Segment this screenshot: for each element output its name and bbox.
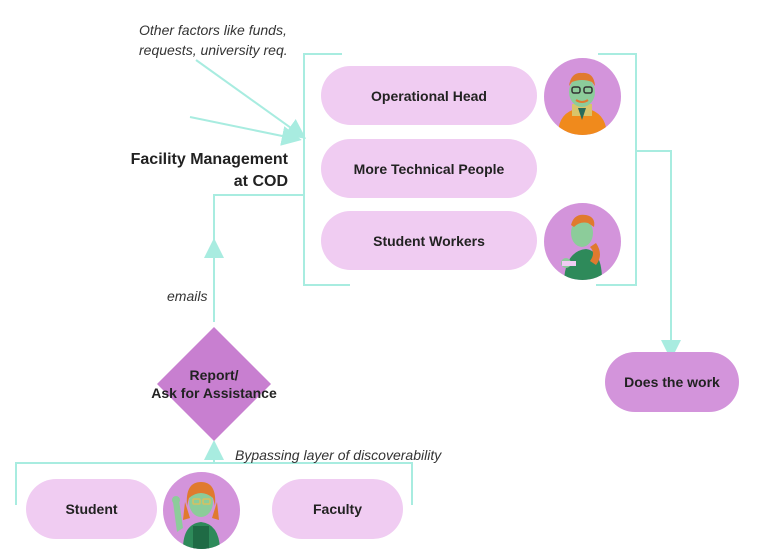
title-line2: at COD (233, 173, 288, 190)
student-pill: Student (26, 479, 157, 539)
report-text: Report/ Ask for Assistance (144, 366, 284, 402)
requester-avatar (163, 472, 240, 549)
work-connector (636, 150, 681, 360)
young-man-icon (561, 214, 602, 280)
operational-head-avatar (544, 58, 621, 135)
report-line1: Report/ (189, 367, 239, 383)
factors-arrow-1 (195, 59, 307, 139)
factors-arrow-2 (189, 116, 302, 146)
emails-label: emails (167, 288, 208, 304)
emails-connector (213, 194, 304, 322)
other-factors-line2: requests, university req. (139, 42, 288, 58)
student-worker-avatar (544, 203, 621, 280)
group-bracket-left (303, 53, 350, 286)
operational-head-pill: Operational Head (321, 66, 537, 125)
report-line2: Ask for Assistance (151, 385, 277, 401)
facility-management-title: Facility Management at COD (110, 149, 288, 193)
does-the-work-pill: Does the work (605, 352, 739, 412)
student-workers-pill: Student Workers (321, 211, 537, 270)
other-factors-line1: Other factors like funds, (139, 22, 287, 38)
report-diamond (157, 327, 271, 441)
group-bracket-right (596, 53, 637, 286)
older-man-icon (558, 72, 607, 135)
bypassing-label: Bypassing layer of discoverability (235, 447, 442, 463)
woman-waving-icon (172, 482, 220, 549)
other-factors-note: Other factors like funds, requests, univ… (139, 20, 288, 60)
faculty-pill: Faculty (272, 479, 403, 539)
title-line1: Facility Management (130, 151, 288, 168)
technical-people-pill: More Technical People (321, 139, 537, 198)
